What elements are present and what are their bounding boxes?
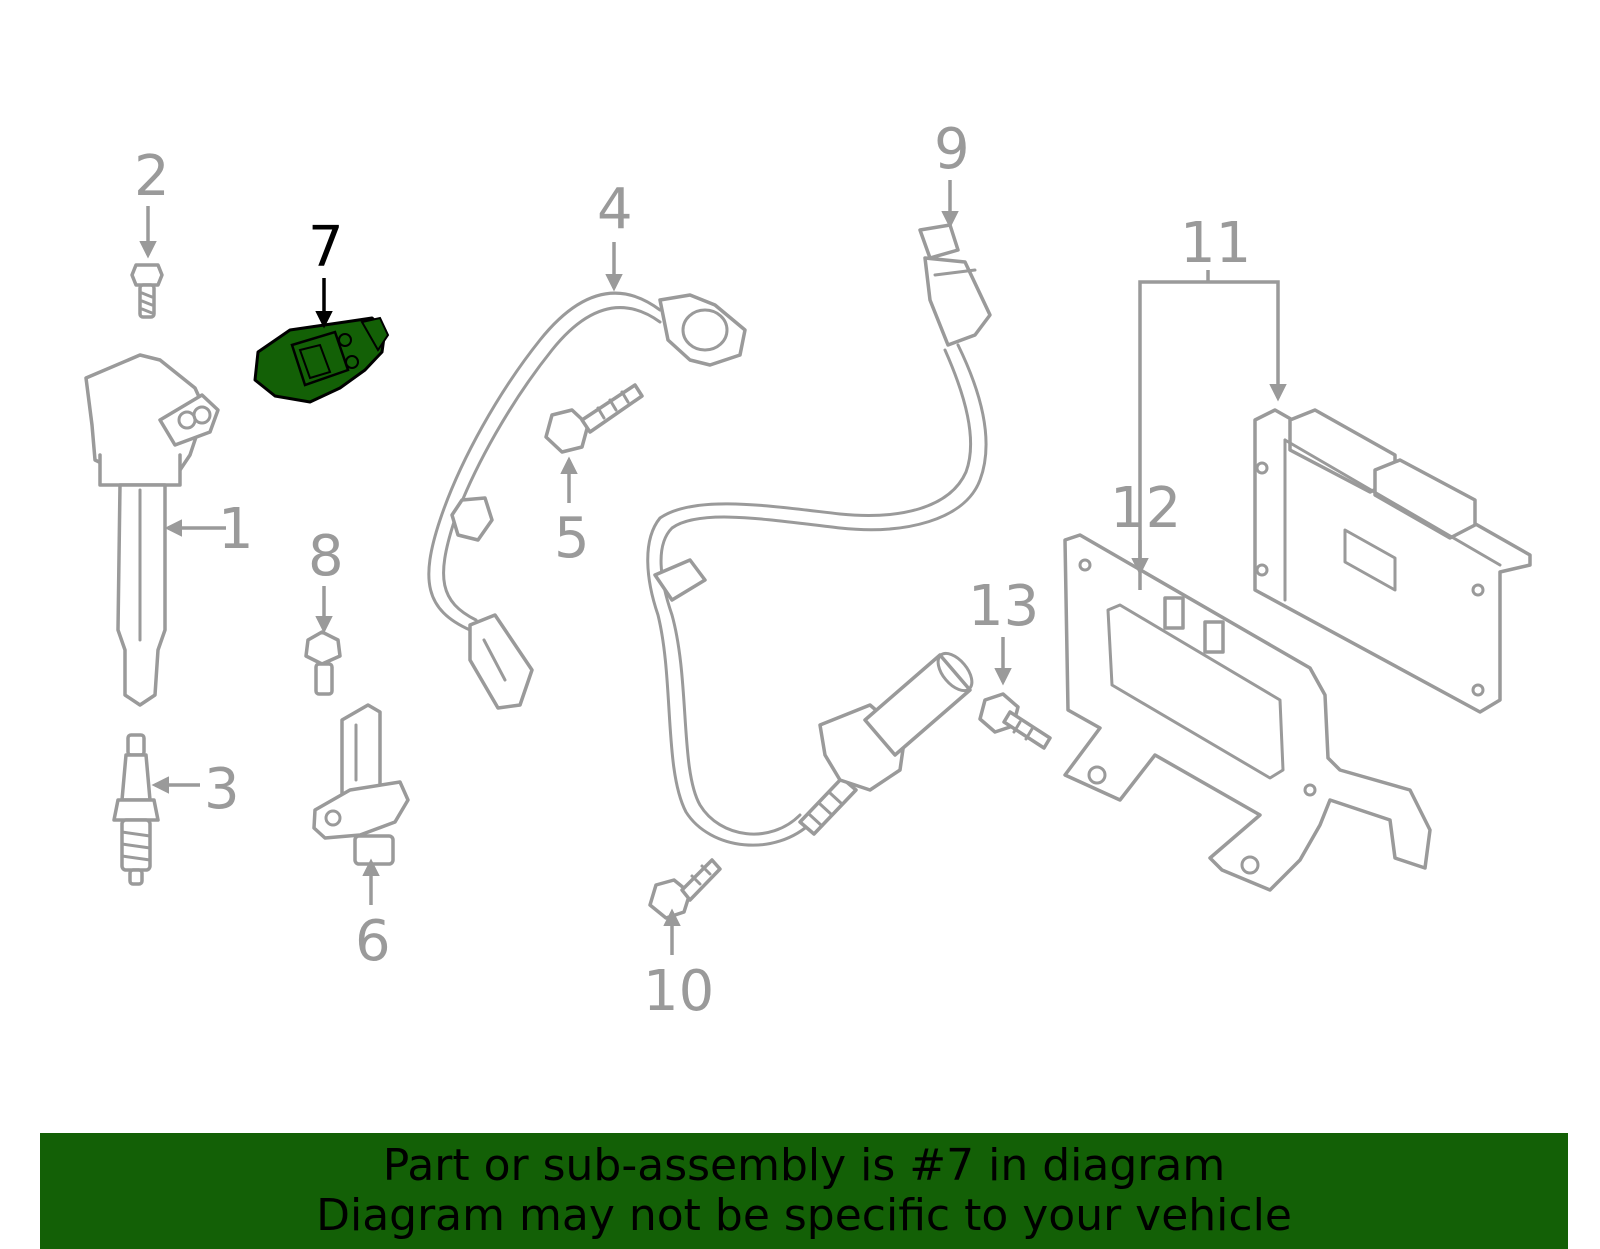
bolt-2-part[interactable] [130,263,164,319]
highlighted-sensor-part-7[interactable] [253,316,390,404]
callout-labels: 1 2 3 4 5 6 7 8 9 10 11 12 13 [134,117,1251,1024]
banner-line-2: Diagram may not be specific to your vehi… [316,1190,1292,1241]
callout-7: 7 [308,215,344,280]
callout-2: 2 [134,144,170,209]
ignition-coil-part[interactable] [84,353,220,707]
callout-4: 4 [597,177,633,242]
callout-13: 13 [968,574,1039,639]
crankshaft-sensor-harness-part[interactable] [646,223,992,847]
spark-plug-part[interactable] [112,733,160,886]
bolt-5-part[interactable] [544,383,644,454]
callout-12: 12 [1110,476,1181,541]
callout-9: 9 [934,117,970,182]
camshaft-sensor-part[interactable] [312,703,410,866]
callout-6: 6 [355,909,391,974]
info-banner: Part or sub-assembly is #7 in diagram Di… [40,1133,1568,1249]
bolt-10-part[interactable] [648,858,722,920]
leader-lines [139,180,1287,955]
bolt-8-part[interactable] [304,630,342,696]
engine-control-module-part[interactable] [1253,408,1532,714]
callout-8: 8 [308,524,344,589]
callout-1: 1 [218,497,254,562]
knock-sensor-part[interactable] [427,291,747,710]
bolt-13-part[interactable] [978,692,1052,750]
callout-11: 11 [1180,211,1251,276]
callout-5: 5 [554,506,590,571]
ecm-bracket-part[interactable] [1063,533,1432,892]
banner-line-1: Part or sub-assembly is #7 in diagram [382,1140,1226,1191]
callout-10: 10 [643,959,714,1024]
parts-diagram: 1 2 3 4 5 6 7 8 9 10 11 12 13 [84,117,1532,1024]
callout-3: 3 [204,757,240,822]
